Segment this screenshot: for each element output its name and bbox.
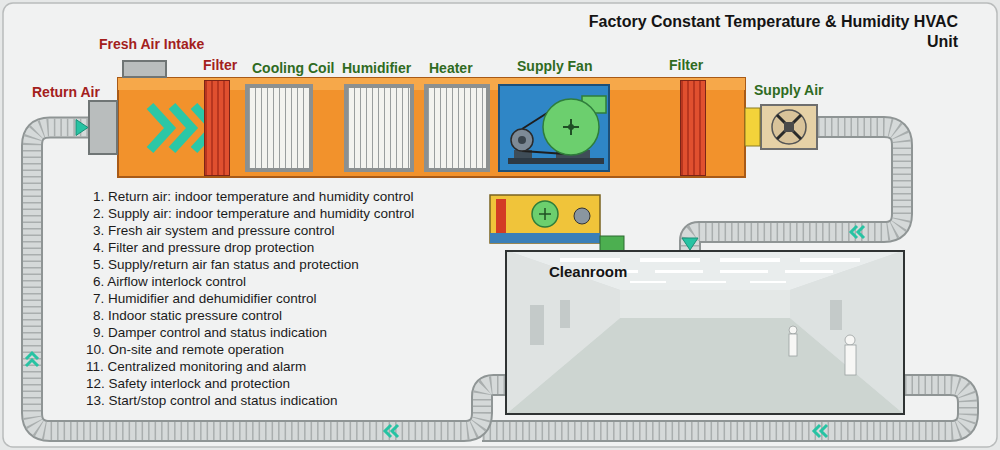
component-label: Supply Fan	[517, 58, 592, 74]
humidifier: Humidifier	[344, 84, 414, 172]
supply-air-damper: Supply Air	[760, 104, 818, 150]
arrow-head	[682, 238, 698, 250]
ahu-casing	[118, 78, 745, 177]
duct-body	[32, 128, 505, 432]
cleanroom-interior	[505, 250, 905, 415]
feature-item: 13. Start/stop control and status indica…	[86, 393, 337, 409]
return-duct-branch	[482, 385, 968, 437]
feature-item: 10. On-site and remote operation	[86, 342, 284, 358]
fresh-air-intake: Fresh Air Intake	[122, 60, 167, 78]
cleanroom: Cleanroom	[505, 250, 905, 415]
component-label: Supply Air	[754, 82, 824, 98]
feature-item: 11. Centralized monitoring and alarm	[86, 359, 306, 375]
feature-item: 7. Humidifier and dehumidifier control	[93, 291, 317, 307]
feature-item: 9. Damper control and status indication	[93, 325, 327, 341]
component-label: Return Air	[32, 84, 100, 100]
feature-item: 12. Safety interlock and protection	[86, 376, 290, 392]
flow-chevron	[26, 360, 38, 366]
damper-symbol	[772, 110, 806, 144]
small-fan-unit	[490, 195, 624, 251]
filter-section: Filter	[204, 80, 230, 176]
component-label: Cleanroom	[549, 264, 627, 280]
feature-item: 6. Airflow interlock control	[93, 274, 246, 290]
feature-item: 4. Filter and pressure drop protection	[93, 240, 314, 256]
feature-item: 1. Return air: indoor temperature and hu…	[93, 189, 413, 205]
component-label: Filter	[203, 57, 237, 73]
flow-chevron	[385, 425, 391, 437]
feature-item: 8. Indoor static pressure control	[93, 308, 282, 324]
flow-chevron	[392, 425, 398, 437]
cooling-coil: Cooling Coil	[245, 84, 313, 172]
flow-chevron	[851, 226, 857, 238]
component-label: Cooling Coil	[252, 60, 334, 76]
supply-collar	[745, 108, 760, 146]
filter-section: Filter	[680, 80, 706, 176]
flow-chevron	[858, 226, 864, 238]
supply-fan-illustration	[508, 96, 606, 164]
component-label: Filter	[669, 57, 703, 73]
component-label: Heater	[429, 60, 473, 76]
feature-item: 2. Supply air: indoor temperature and hu…	[93, 206, 414, 222]
duct-corrugation	[32, 128, 505, 432]
feature-item: 3. Fresh air system and pressure control	[93, 223, 335, 239]
heater: Heater	[424, 84, 490, 172]
diagram-title: Factory Constant Temperature & Humidity …	[578, 12, 958, 52]
supply-fan: Supply Fan	[498, 84, 610, 172]
component-label: Humidifier	[342, 60, 411, 76]
feature-item: 5. Supply/return air fan status and prot…	[93, 257, 359, 273]
frame	[3, 3, 997, 447]
duct-outline	[32, 128, 505, 432]
return-air-inlet: Return Air	[88, 100, 118, 155]
arrow-head	[76, 120, 88, 136]
component-label: Fresh Air Intake	[99, 36, 204, 52]
flow-chevron	[26, 353, 38, 359]
